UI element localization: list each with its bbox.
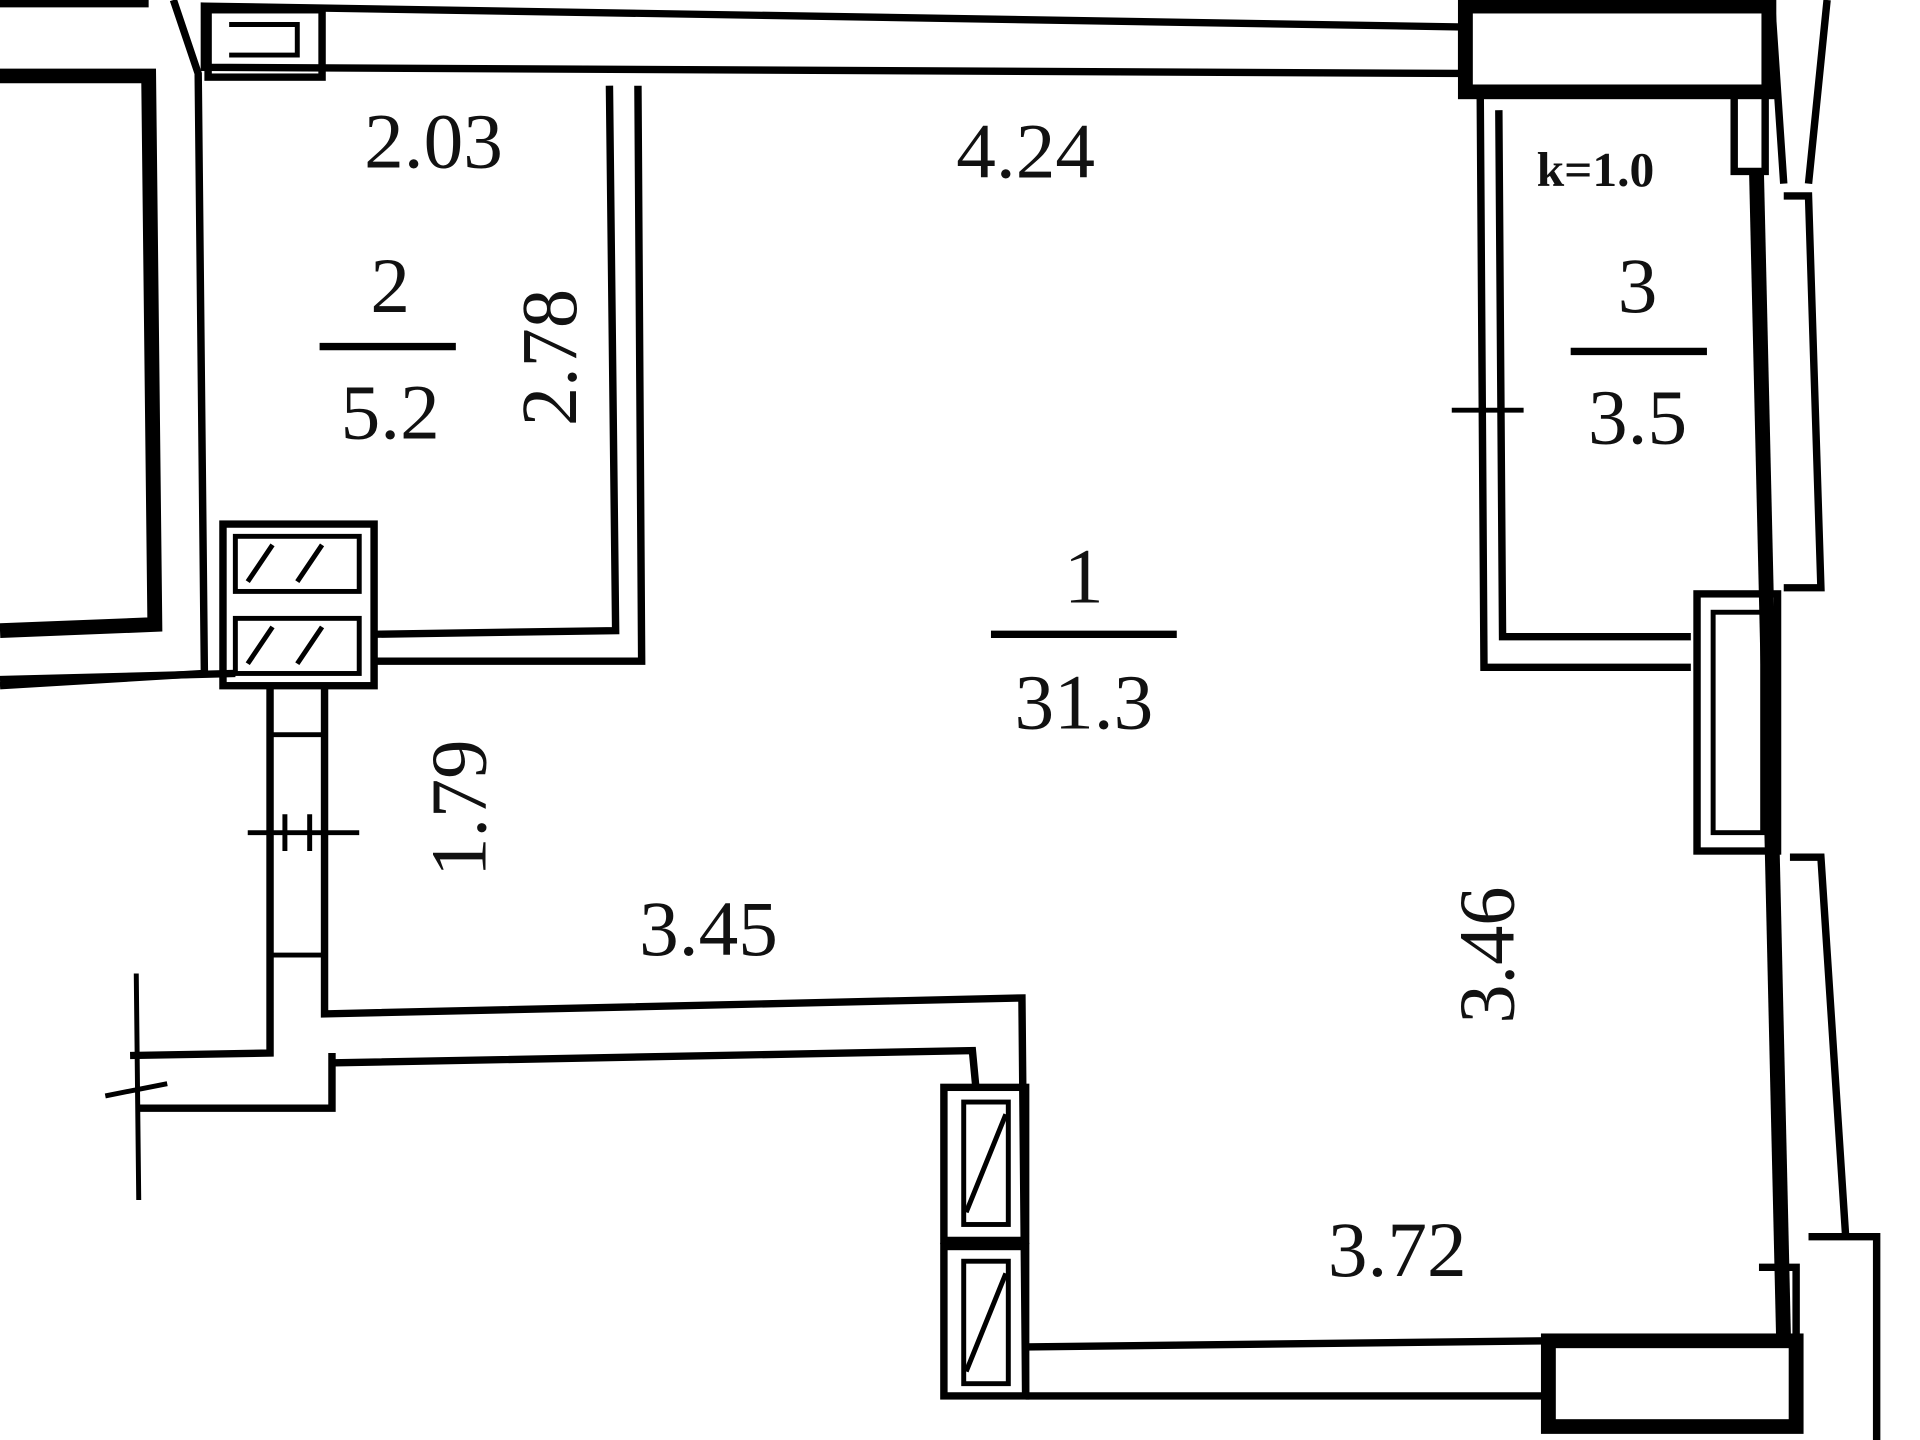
dimension-top-room2: 2.03 [364,99,503,185]
right-wall [1693,97,1850,1348]
room-number: 3 [1618,244,1658,330]
vent-shafts [940,1083,1030,1400]
room-3-walls [1451,97,1691,672]
room-area: 5.2 [341,370,440,456]
dimension-side-room2: 2.78 [507,289,595,426]
left-lower-wall [104,685,1030,1396]
dimension-top-room1: 4.24 [956,109,1095,195]
bottom-wall [1025,1233,1881,1440]
adjacent-apartment-walls [0,0,236,690]
dimension-left-lower: 1.79 [416,740,504,877]
room-area: 3.5 [1588,375,1687,461]
room-area: 31.3 [1015,660,1154,746]
coefficient-label: k=1.0 [1537,142,1655,197]
room-3-label: 3 3.5 [1570,244,1707,461]
room-number: 2 [370,244,410,330]
room-number: 1 [1064,534,1104,620]
room-2-label: 2 5.2 [319,244,456,456]
dimension-mid-lower: 3.45 [639,887,778,973]
room-1-label: 1 31.3 [990,534,1177,746]
room-2-walls [219,85,646,690]
dimension-bottom: 3.72 [1328,1207,1467,1293]
top-wall [200,0,1831,185]
dimension-right-side: 3.46 [1444,887,1532,1024]
